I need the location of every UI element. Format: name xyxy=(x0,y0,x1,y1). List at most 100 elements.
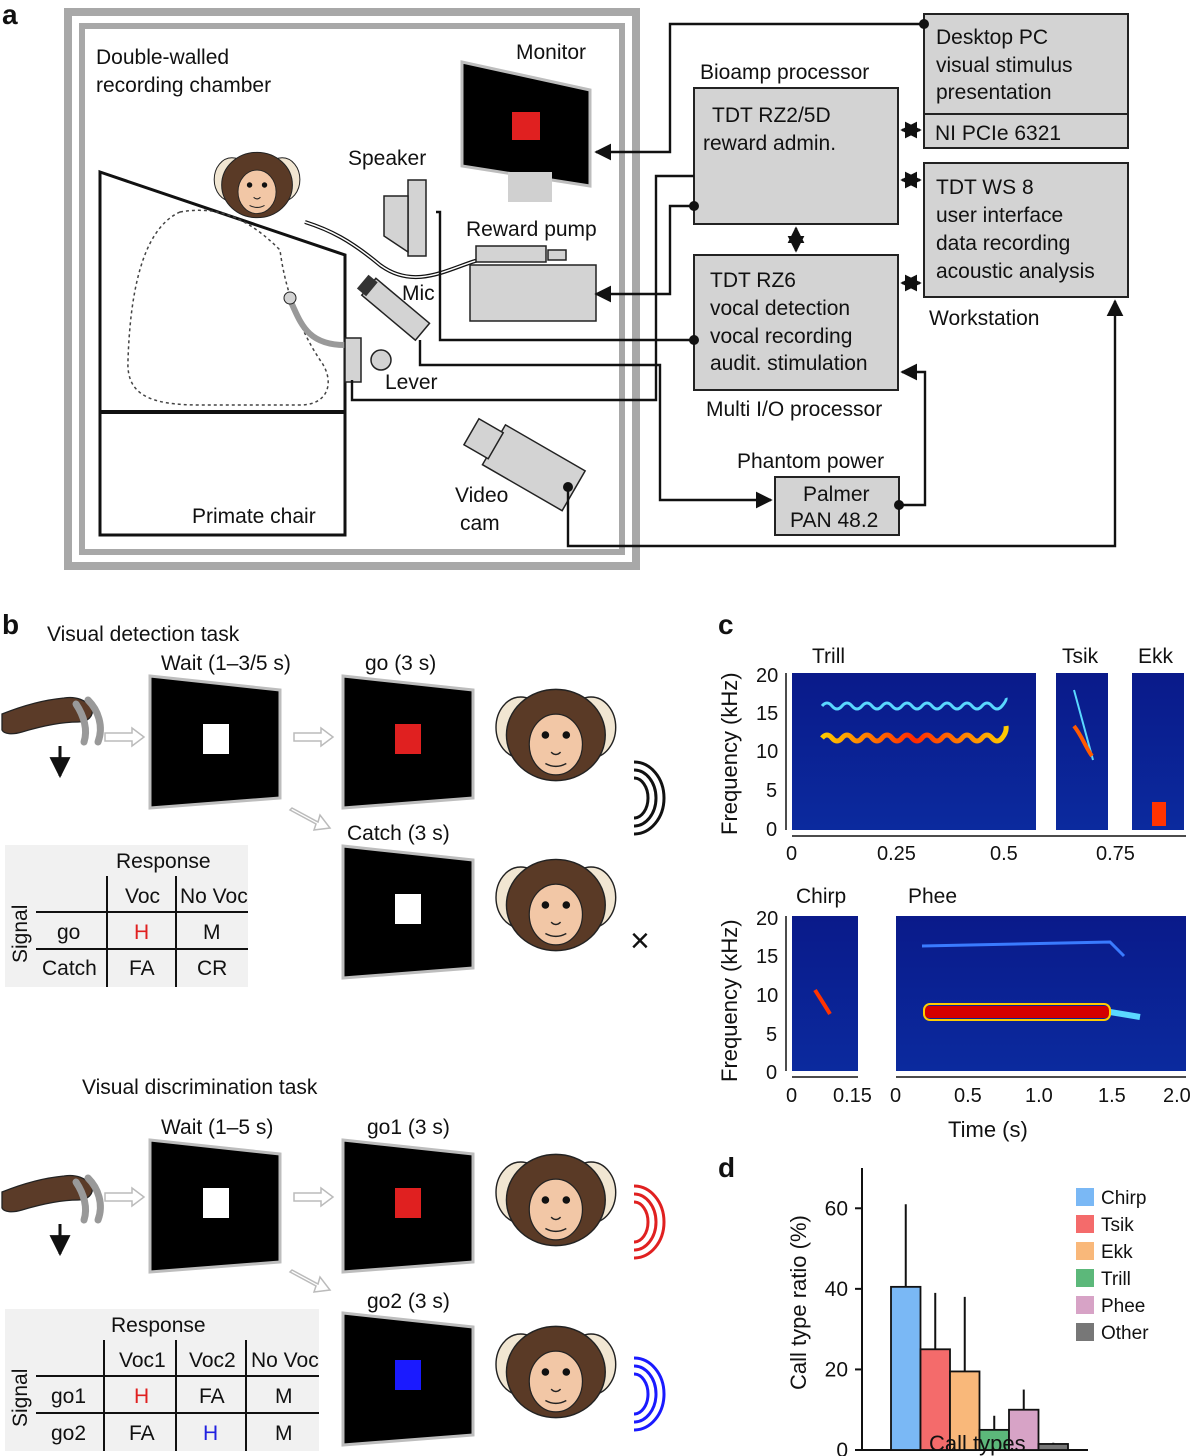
detection-table xyxy=(5,845,248,987)
lever-label: Lever xyxy=(385,371,438,394)
bioamp-box xyxy=(693,87,899,225)
discrimination-table xyxy=(5,1309,319,1451)
legend-swatch-trill xyxy=(1076,1269,1094,1287)
rz6-box xyxy=(693,254,899,391)
table1-col1: Voc xyxy=(125,885,160,908)
go-label: go (3 s) xyxy=(365,652,436,675)
chart-xlabel: Call types xyxy=(929,1431,1026,1456)
ws-line-1: TDT WS 8 xyxy=(936,176,1034,199)
hand-lever-icon-2 xyxy=(2,1175,100,1254)
phantom-power-label: Phantom power xyxy=(737,450,884,473)
vocalization-icon xyxy=(633,760,666,836)
chart-ytick-label: 40 xyxy=(825,1278,848,1301)
table2-signal: Signal xyxy=(9,1369,32,1427)
bioamp-line-1: TDT RZ2/5D xyxy=(712,104,831,127)
table1-fa: FA xyxy=(129,957,155,980)
spectro-label-chirp: Chirp xyxy=(796,885,846,908)
wait-label-2: Wait (1–5 s) xyxy=(161,1116,273,1139)
chamber-label-2: recording chamber xyxy=(96,74,271,97)
white-square-catch xyxy=(395,894,421,924)
panel-label-b: b xyxy=(2,609,19,640)
flow-arrow xyxy=(104,726,146,748)
xtick-phee-0: 0 xyxy=(890,1085,901,1107)
spectro-label-phee: Phee xyxy=(908,885,957,908)
xtick-phee-20: 2.0 xyxy=(1163,1085,1191,1107)
legend-swatch-chirp xyxy=(1076,1188,1094,1206)
mic-label: Mic xyxy=(402,282,435,305)
go1-label: go1 (3 s) xyxy=(367,1116,450,1139)
multi-io-label: Multi I/O processor xyxy=(706,398,882,421)
connection-wires xyxy=(350,19,1124,548)
table2-row2: go2 xyxy=(51,1422,86,1445)
hand-lever-icon xyxy=(2,697,100,776)
monitor-red-square xyxy=(512,112,540,140)
table2-fa2: FA xyxy=(129,1422,155,1445)
primate-chair-label: Primate chair xyxy=(192,505,316,528)
chamber-outer-wall xyxy=(64,8,640,570)
ytick-top-5: 5 xyxy=(766,780,777,802)
speaker-label: Speaker xyxy=(348,147,426,170)
xtick-phee-10: 1.0 xyxy=(1025,1085,1053,1107)
xtick-top-05: 0.5 xyxy=(990,843,1018,865)
ws-line-3: data recording xyxy=(936,232,1070,255)
lever-arm xyxy=(287,298,346,348)
spectro-label-tsik: Tsik xyxy=(1062,645,1099,668)
spectro-xlabel: Time (s) xyxy=(948,1117,1028,1142)
pc-line-3: presentation xyxy=(936,81,1052,104)
legend-label-other: Other xyxy=(1101,1323,1149,1344)
ytick-bot-20: 20 xyxy=(756,908,778,930)
mic-icon xyxy=(356,274,431,342)
table1-cr: CR xyxy=(197,957,227,980)
red-square xyxy=(395,724,421,754)
legend-swatch-other xyxy=(1076,1323,1094,1341)
table1-row1: go xyxy=(57,921,80,944)
ni-card-label: NI PCIe 6321 xyxy=(935,122,1061,145)
table2-col1: Voc1 xyxy=(119,1349,166,1372)
ytick-top-15: 15 xyxy=(756,703,778,725)
voc2-sound-icon xyxy=(633,1356,666,1432)
table1-response: Response xyxy=(116,850,211,873)
monkey-voc-icon xyxy=(495,688,617,782)
ytick-top-10: 10 xyxy=(756,741,778,763)
speaker-icon xyxy=(407,179,427,257)
table2-col3: No Voc xyxy=(251,1349,319,1372)
table2-hit2: H xyxy=(203,1422,218,1445)
legend-label-tsik: Tsik xyxy=(1101,1215,1134,1236)
spectro-label-ekk: Ekk xyxy=(1138,645,1174,668)
legend-swatch-ekk xyxy=(1076,1242,1094,1260)
table2-fa1: FA xyxy=(199,1385,225,1408)
wait-label-1: Wait (1–3/5 s) xyxy=(161,652,291,675)
xtick-top-025: 0.25 xyxy=(877,843,916,865)
ytick-top-20: 20 xyxy=(756,665,778,687)
workstation-box xyxy=(923,162,1129,298)
blue-square xyxy=(395,1360,421,1390)
legend-swatch-tsik xyxy=(1076,1215,1094,1233)
ytick-top-0: 0 xyxy=(766,819,777,841)
xtick-chirp-0: 0 xyxy=(786,1085,797,1107)
discrimination-task-title: Visual discrimination task xyxy=(82,1076,318,1099)
no-voc-mark: × xyxy=(630,922,650,960)
rz6-line-4: audit. stimulation xyxy=(710,352,868,375)
spectrogram-top xyxy=(792,673,1184,830)
go2-label: go2 (3 s) xyxy=(367,1290,450,1313)
reward-pump-icon xyxy=(469,264,597,322)
palmer-box xyxy=(774,476,900,536)
ytick-bot-10: 10 xyxy=(756,985,778,1007)
ws-line-4: acoustic analysis xyxy=(936,260,1095,283)
panel-label-c: c xyxy=(718,609,734,640)
table1-miss: M xyxy=(203,921,221,944)
white-square-2 xyxy=(203,1188,229,1218)
chamber-inner-wall xyxy=(79,23,625,555)
spectro-top-ylabel: Frequency (kHz) xyxy=(717,672,742,835)
monkey-voc1-icon xyxy=(495,1153,617,1247)
table2-m1: M xyxy=(275,1385,293,1408)
panel-label-a: a xyxy=(2,0,18,30)
spectro-bottom-xaxis: 0 0.15 0 0.5 1.0 1.5 2.0 xyxy=(786,1076,1191,1107)
legend-swatch-phee xyxy=(1076,1296,1094,1314)
panel-label-d: d xyxy=(718,1152,735,1183)
bar-chirp xyxy=(890,1285,922,1451)
white-square xyxy=(203,724,229,754)
xtick-phee-05: 0.5 xyxy=(954,1085,982,1107)
chart-ytick-label: 60 xyxy=(825,1197,848,1220)
bar-ekk xyxy=(949,1370,981,1451)
